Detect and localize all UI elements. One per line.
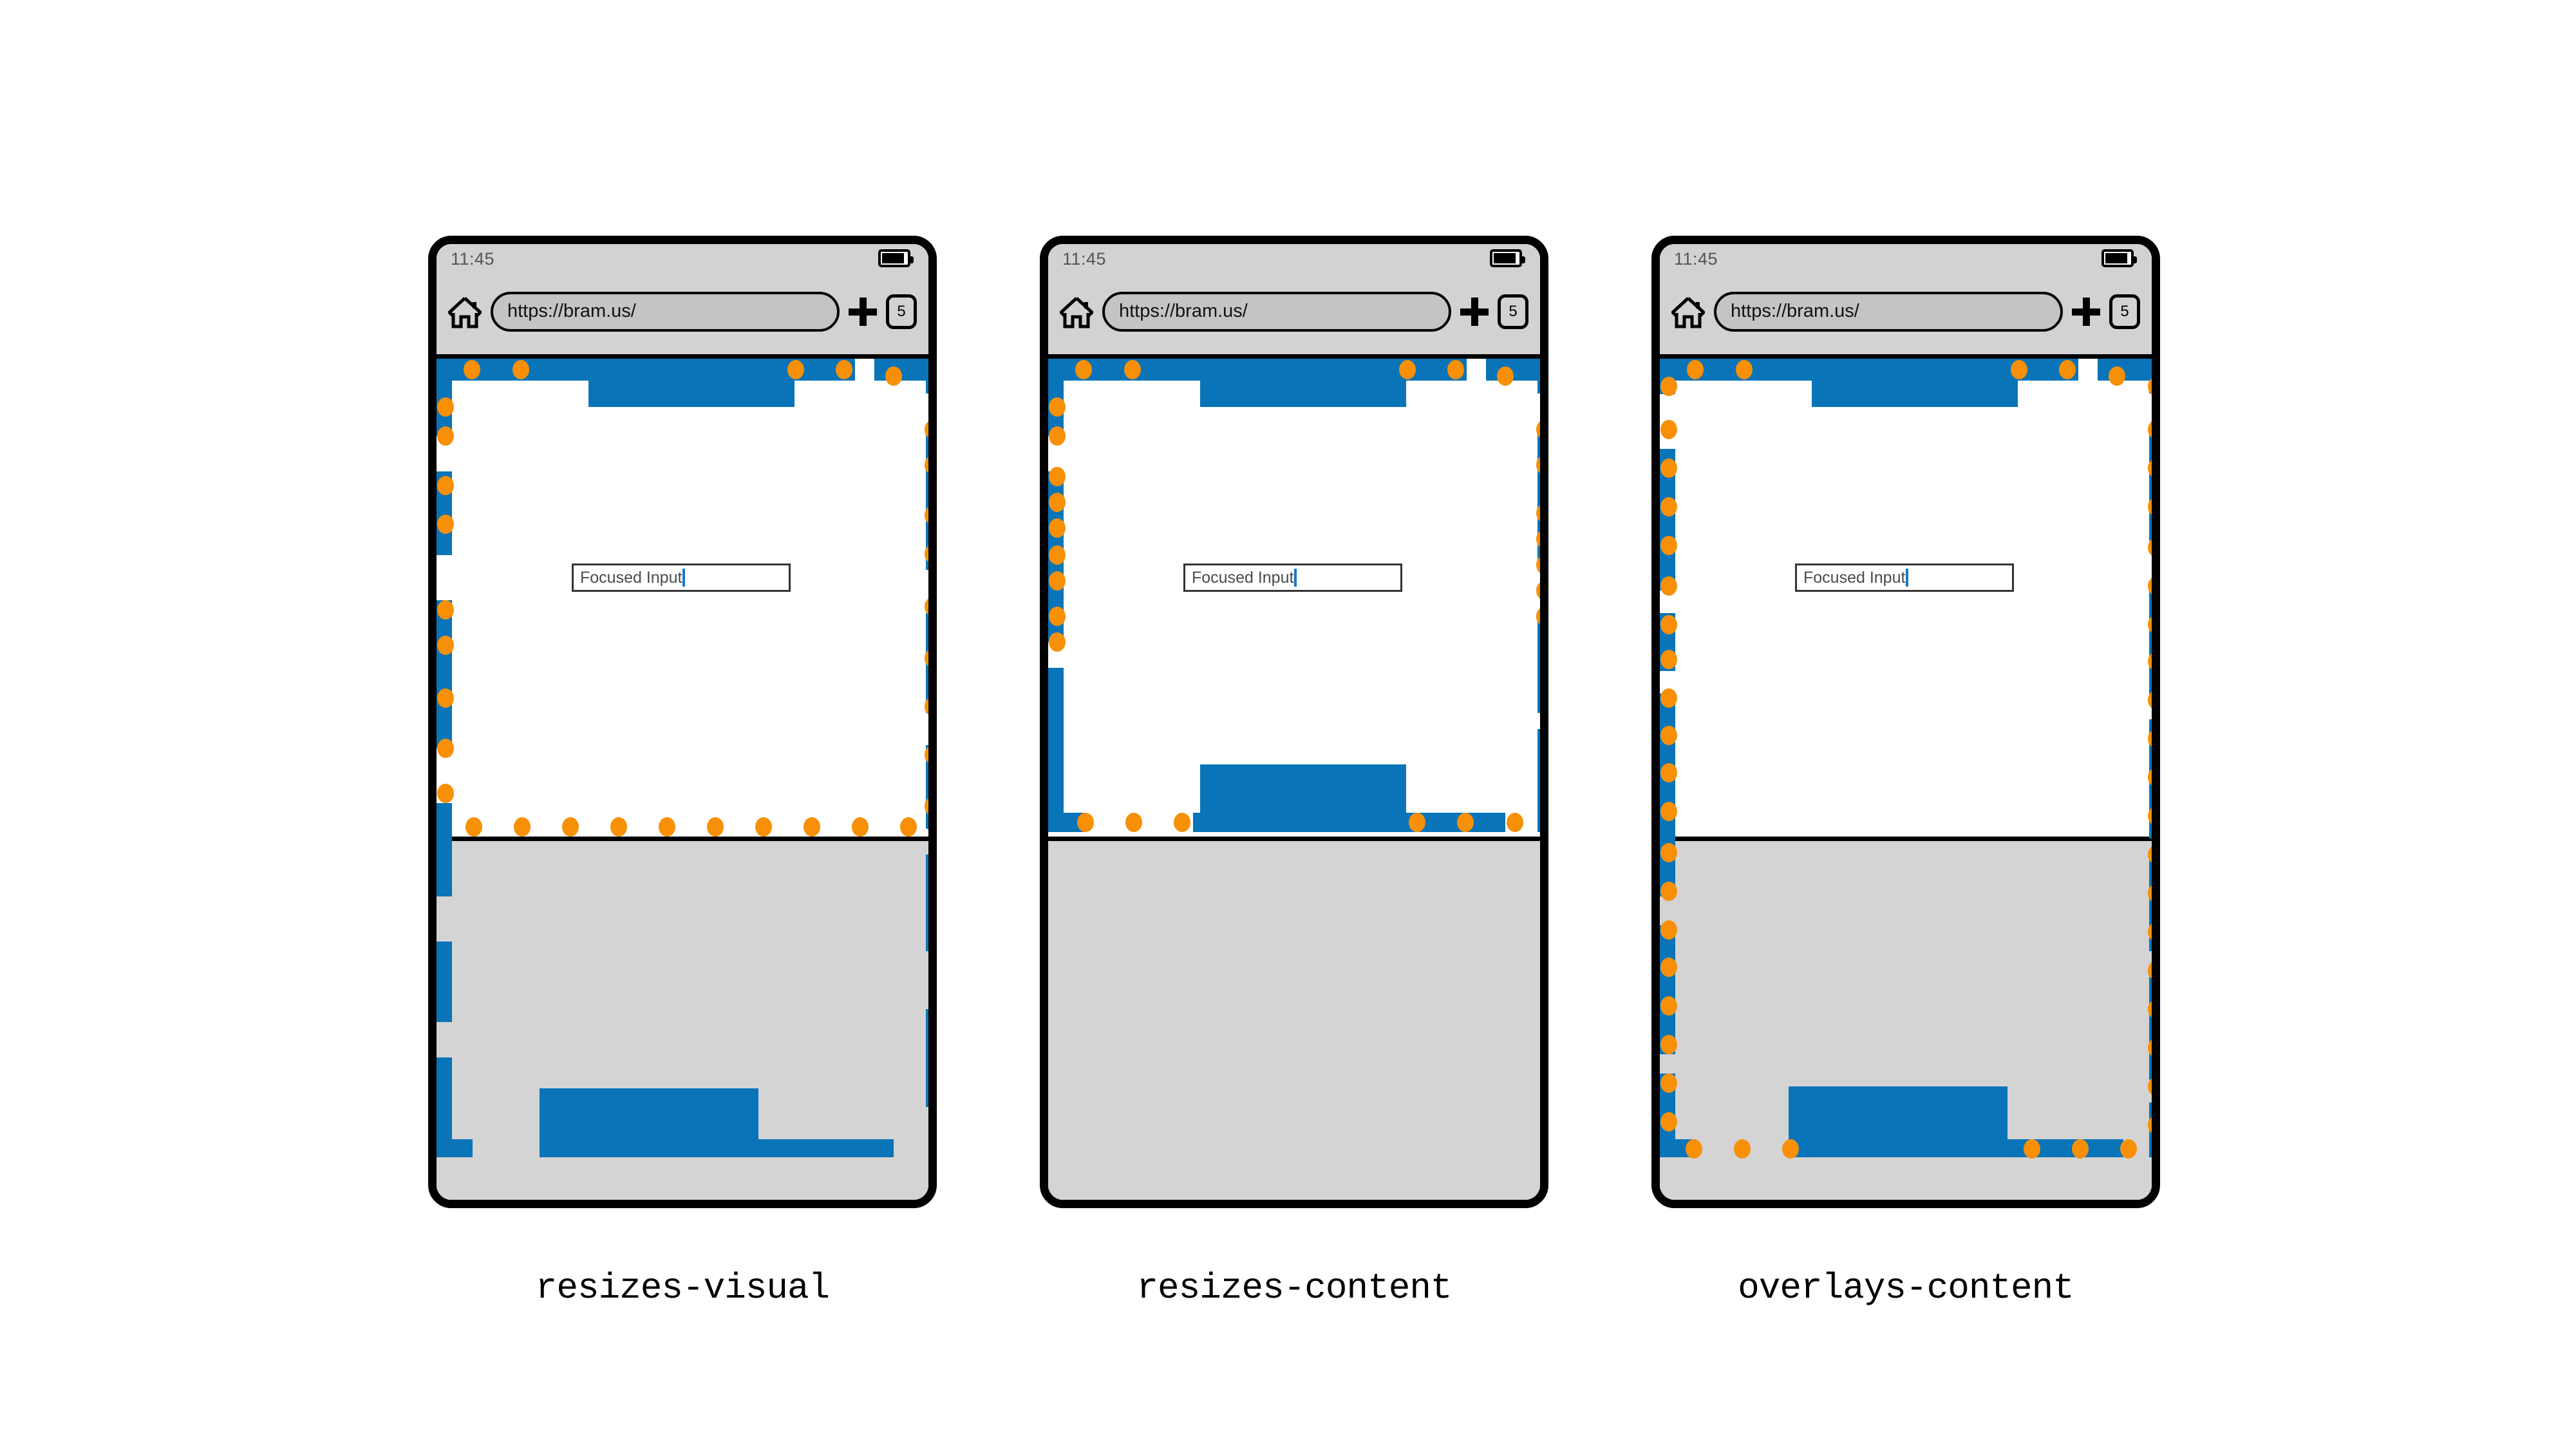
browser-toolbar: https://bram.us/ 5 bbox=[1048, 274, 1540, 354]
url-bar[interactable]: https://bram.us/ bbox=[1102, 291, 1451, 332]
url-bar[interactable]: https://bram.us/ bbox=[491, 291, 840, 332]
status-clock: 11:45 bbox=[1062, 249, 1107, 269]
status-bar: 11:45 bbox=[1660, 244, 2152, 274]
browser-toolbar: https://bram.us/ 5 bbox=[1660, 274, 2152, 354]
page-footer-block bbox=[1789, 1086, 2007, 1157]
battery-icon bbox=[2101, 249, 2137, 267]
url-bar[interactable]: https://bram.us/ bbox=[1714, 291, 2063, 332]
battery-icon bbox=[1490, 249, 1525, 267]
tab-count-button[interactable]: 5 bbox=[2109, 294, 2140, 329]
page-header-block bbox=[588, 359, 794, 407]
battery-icon bbox=[878, 249, 914, 267]
page-layout-viewport: Focused Input bbox=[1048, 359, 1540, 837]
dashed-viewport-border bbox=[1660, 359, 2152, 1200]
browser-chrome: 11:45 https://bram.us/ 5 bbox=[1048, 244, 1540, 359]
browser-chrome: 11:45 https://bram.us/ 5 bbox=[437, 244, 928, 359]
url-text: https://bram.us/ bbox=[507, 301, 636, 321]
browser-toolbar: https://bram.us/ 5 bbox=[437, 274, 928, 354]
home-icon[interactable] bbox=[1058, 295, 1095, 328]
tab-count-label: 5 bbox=[2120, 302, 2129, 320]
text-caret bbox=[1906, 569, 1909, 587]
page-footer-block bbox=[1200, 764, 1406, 832]
caption-resizes-visual: resizes-visual bbox=[535, 1267, 830, 1309]
dashed-viewport-border bbox=[437, 359, 928, 1200]
plus-icon[interactable] bbox=[849, 297, 877, 326]
text-caret bbox=[1294, 569, 1297, 587]
home-icon[interactable] bbox=[1670, 295, 1706, 328]
url-text: https://bram.us/ bbox=[1731, 301, 1859, 321]
tab-count-button[interactable]: 5 bbox=[1498, 294, 1528, 329]
page-header-block bbox=[1200, 359, 1406, 407]
tab-count-label: 5 bbox=[897, 302, 906, 320]
phone-mockup-resizes-visual: 11:45 https://bram.us/ 5 bbox=[428, 236, 937, 1208]
plus-icon[interactable] bbox=[2072, 297, 2100, 326]
phone-mockup-overlays-content: 11:45 https://bram.us/ 5 bbox=[1651, 236, 2160, 1208]
url-text: https://bram.us/ bbox=[1119, 301, 1248, 321]
home-icon[interactable] bbox=[447, 295, 483, 328]
visual-viewport-area bbox=[437, 359, 928, 837]
page-layout-viewport: Focused Input bbox=[1660, 359, 2152, 1200]
text-caret bbox=[682, 569, 686, 587]
caption-resizes-content: resizes-content bbox=[1136, 1267, 1452, 1309]
caption-overlays-content: overlays-content bbox=[1738, 1267, 2074, 1309]
virtual-keyboard bbox=[1048, 837, 1540, 1200]
plus-icon[interactable] bbox=[1460, 297, 1489, 326]
phone-screen: 11:45 https://bram.us/ 5 bbox=[437, 244, 928, 1200]
phone-screen: 11:45 https://bram.us/ 5 bbox=[1048, 244, 1540, 1200]
focused-input-value: Focused Input bbox=[1803, 568, 1906, 587]
focused-input-value: Focused Input bbox=[1192, 568, 1294, 587]
phone-mockup-resizes-content: 11:45 https://bram.us/ 5 bbox=[1040, 236, 1548, 1208]
status-clock: 11:45 bbox=[1674, 249, 1718, 269]
page-layout-viewport: Focused Input bbox=[437, 359, 928, 1200]
focused-input[interactable]: Focused Input bbox=[1183, 564, 1402, 592]
focused-input[interactable]: Focused Input bbox=[572, 564, 791, 592]
browser-chrome: 11:45 https://bram.us/ 5 bbox=[1660, 244, 2152, 359]
visual-viewport-area bbox=[1048, 359, 1540, 837]
phone-screen: 11:45 https://bram.us/ 5 bbox=[1660, 244, 2152, 1200]
status-clock: 11:45 bbox=[451, 249, 495, 269]
status-bar: 11:45 bbox=[1048, 244, 1540, 274]
page-footer-block bbox=[540, 1088, 758, 1157]
visual-viewport-area bbox=[1660, 359, 2152, 837]
page-header-block bbox=[1812, 359, 2018, 407]
focused-input-value: Focused Input bbox=[580, 568, 682, 587]
focused-input[interactable]: Focused Input bbox=[1795, 564, 2014, 592]
tab-count-label: 5 bbox=[1509, 302, 1518, 320]
tab-count-button[interactable]: 5 bbox=[886, 294, 917, 329]
status-bar: 11:45 bbox=[437, 244, 928, 274]
